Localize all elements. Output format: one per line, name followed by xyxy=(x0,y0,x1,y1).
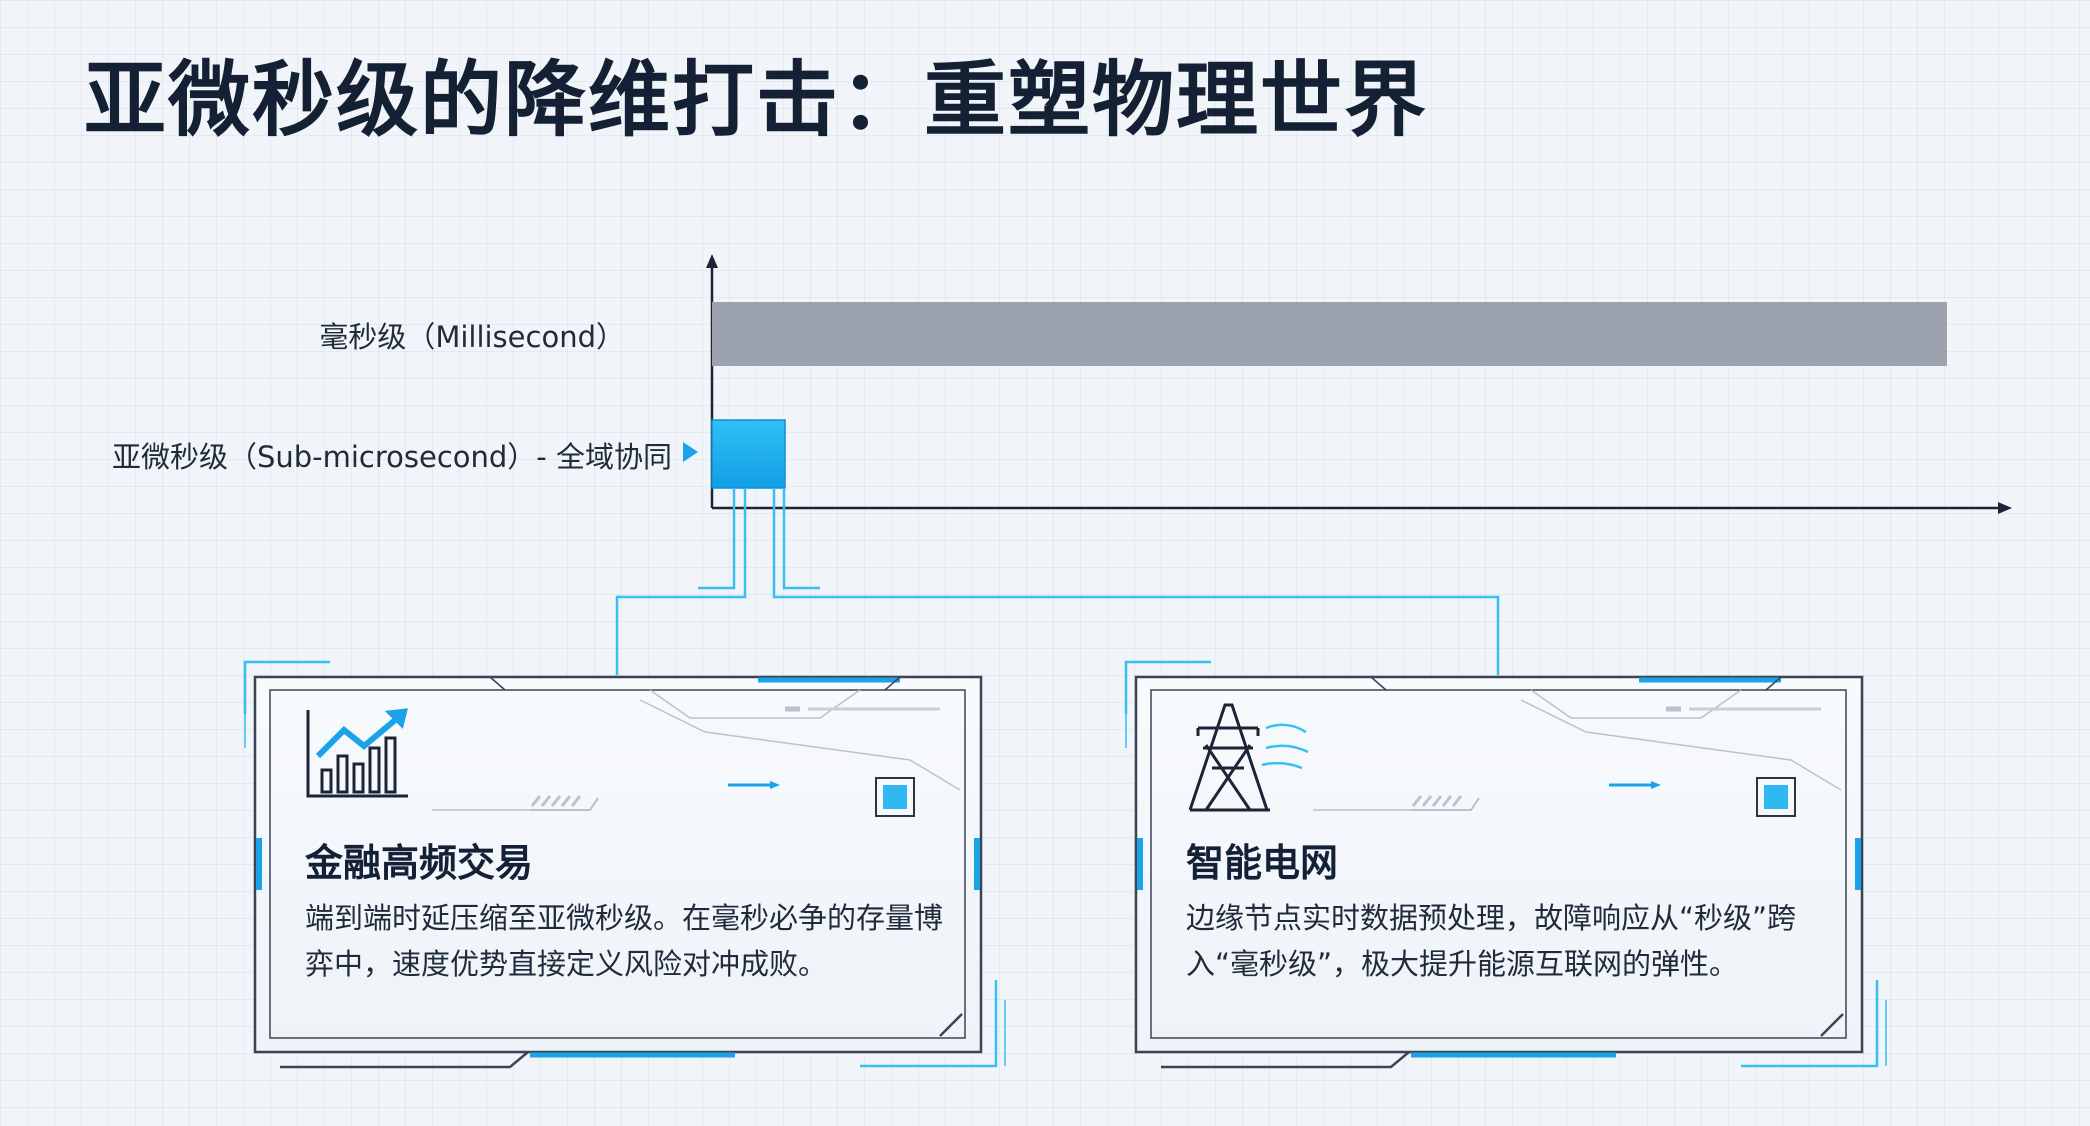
card-grid-title: 智能电网 xyxy=(1186,841,1339,885)
pointer-triangle-icon xyxy=(683,442,698,462)
card-finance-frame xyxy=(243,660,1006,1069)
card-grid-frame xyxy=(1124,660,1887,1069)
card-grid-body: 边缘节点实时数据预处理，故障响应从“秒级”跨入“毫秒级”，极大提升能源互联网的弹… xyxy=(1186,901,1797,981)
sub-microsecond-bar xyxy=(711,419,786,489)
power-tower-icon xyxy=(1188,703,1309,812)
card-finance-title: 金融高频交易 xyxy=(305,841,534,885)
sub-microsecond-label: 亚微秒级（Sub-microsecond）- 全域协同 xyxy=(111,440,672,474)
millisecond-bar xyxy=(712,302,1947,366)
connector-lines xyxy=(615,488,1500,675)
card-finance-body: 端到端时延压缩至亚微秒级。在毫秒必争的存量博弈中，速度优势直接定义风险对冲成败。 xyxy=(305,901,944,981)
millisecond-label: 毫秒级（Millisecond） xyxy=(319,320,625,354)
time-axes xyxy=(706,254,2012,514)
rising-chart-icon xyxy=(306,708,408,798)
page-title: 亚微秒级的降维打击：重塑物理世界 xyxy=(84,53,1429,148)
